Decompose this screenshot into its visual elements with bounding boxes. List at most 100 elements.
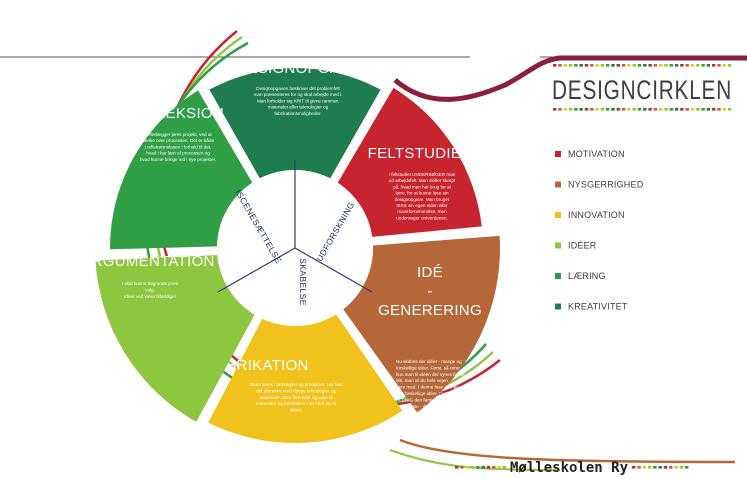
stripe-dash — [663, 466, 668, 469]
stripe-dash — [632, 64, 636, 67]
stripe-dash — [574, 64, 578, 67]
segment-fabrikation-body-line: det afprøves med rigtige teknologier og — [256, 388, 336, 393]
brand-header: DESIGNCIRKLEN — [552, 64, 732, 111]
segment-refleksion-body-line: i refleksionsfasen i forhold til det, — [145, 144, 212, 149]
stripe-dash — [590, 108, 594, 111]
segment-fabrikation-body-line: idéen. — [290, 408, 303, 413]
stripe-dash — [642, 466, 646, 469]
brand-stripe-top — [553, 64, 732, 67]
stripe-dash — [637, 466, 641, 469]
stripe-dash — [616, 108, 620, 111]
stripe-dash — [669, 466, 673, 469]
stripe-dash — [701, 64, 705, 67]
segment-idegenerering-body-line: Nu skabes der idéer - mange og — [396, 359, 462, 364]
segment-designopgave-body-line: fabrikationsmuligheder. — [274, 111, 321, 116]
hub-spokes — [217, 160, 373, 293]
stripe-dash — [558, 108, 562, 111]
segment-refleksion-shape — [110, 90, 253, 250]
footer: Mølleskolen Ry — [455, 460, 689, 476]
segment-designopgave-body-line: materialer eller teknologier og — [268, 105, 329, 110]
legend-label: LÆRING — [568, 271, 606, 281]
stripe-dash — [664, 108, 668, 111]
stripe-dash — [685, 108, 689, 111]
stripe-dash — [470, 466, 475, 469]
stripe-dash — [455, 466, 459, 469]
stripe-dash — [632, 466, 636, 469]
stripe-dash — [465, 466, 469, 469]
legend-label: NYSGERRIGHED — [568, 180, 644, 190]
brand-title: DESIGNCIRKLEN — [552, 75, 732, 105]
stripe-dash — [647, 466, 652, 469]
segment-idegenerering-body-line: VÆRKTØJ på vej til — [396, 409, 437, 415]
stripe-dash — [606, 64, 610, 67]
stripe-dash — [727, 108, 732, 111]
stripe-dash — [568, 108, 573, 111]
stripe-dash — [579, 64, 583, 67]
stripe-dash — [574, 108, 578, 111]
stripe-dash — [722, 108, 726, 111]
segment-idegenerering-title: - — [427, 283, 432, 300]
segment-idegenerering-body-line: fast forskellige idéer. Det er — [396, 391, 452, 396]
legend-label: KREATIVITET — [568, 302, 628, 312]
stripe-dash — [680, 108, 684, 111]
school-name: Mølleskolen Ry — [510, 460, 629, 476]
legend-swatch — [555, 151, 561, 157]
stripe-dash — [595, 108, 599, 111]
segment-refleksion-body-line: I efterlægger jeres projekt, ved at — [144, 132, 212, 137]
stripe-dash — [558, 64, 562, 67]
stripe-dash — [568, 64, 573, 67]
stripe-dash — [701, 108, 705, 111]
stripe-dash — [627, 64, 631, 67]
segment-refleksion-body-line: hvad kunne bringe ind i nye projekter. — [140, 157, 216, 162]
stripe-dash — [563, 64, 567, 67]
stripe-dash — [712, 64, 716, 67]
stripe-dash — [685, 466, 689, 469]
stripe-dash — [600, 64, 605, 67]
segment-refleksion-title: REFLEKSION — [126, 105, 224, 122]
stripe-dash — [611, 108, 615, 111]
stripe-dash — [621, 108, 626, 111]
segment-argumentation-body-line: I skal kunne begrunde jeres — [122, 281, 179, 286]
segment-argumentation-title: ARGUMENTATION — [81, 253, 214, 270]
segment-feltstudier-shape — [337, 87, 482, 237]
segment-idegenerering-body-line: idé, man vil du hele vejen — [396, 378, 448, 383]
stripe-dash — [706, 64, 711, 67]
legend-swatch — [555, 242, 561, 249]
segment-feltstudier-body-line: lære, for at kunne løse sin — [395, 191, 449, 196]
stripe-dash — [627, 108, 631, 111]
stripe-dash — [611, 64, 615, 67]
stripe-dash — [637, 108, 642, 111]
segment-designopgave-body-line: Man forholder sig KRIT til givne rammer, — [257, 98, 339, 103]
stripe-dash — [486, 466, 491, 469]
segment-fabrikation-body-line: materialer. Man forholder sig nøje til — [259, 395, 332, 400]
stripe-dash — [696, 108, 700, 111]
stripe-dash — [680, 64, 684, 67]
stripe-dash — [600, 108, 605, 111]
stripe-dash — [690, 108, 695, 111]
stripe-dash — [674, 466, 678, 469]
stripe-dash — [584, 108, 589, 111]
segment-feltstudier-body-line: på, hvad man har brug for at — [393, 183, 452, 189]
segment-fabrikation-shape — [208, 314, 403, 443]
stripe-dash — [717, 64, 721, 67]
segment-designopgave-shape — [209, 68, 381, 179]
ribbon-curve — [393, 55, 747, 102]
stripe-dash — [643, 108, 647, 111]
stripe-dash — [460, 466, 464, 469]
stripe-dash — [590, 64, 594, 67]
stripe-dash — [579, 108, 583, 111]
legend-label: MOTIVATION — [568, 149, 625, 159]
stripe-dash — [717, 108, 721, 111]
segment-fabrikation-title: FABRIKATION — [207, 357, 308, 374]
stripe-dash — [674, 64, 679, 67]
stripe-dash — [497, 466, 501, 469]
segment-refleksion: REFLEKSION I efterlægger jeres projekt, v… — [110, 90, 253, 250]
segment-feltstudier-body-line: ud arbejdsfelt. Man skifter skarpt — [389, 178, 456, 183]
stripe-dash — [722, 64, 726, 67]
segment-idegenerering-body-line: kun man til idéen der synes første — [396, 372, 465, 377]
stripe-dash — [553, 64, 557, 67]
